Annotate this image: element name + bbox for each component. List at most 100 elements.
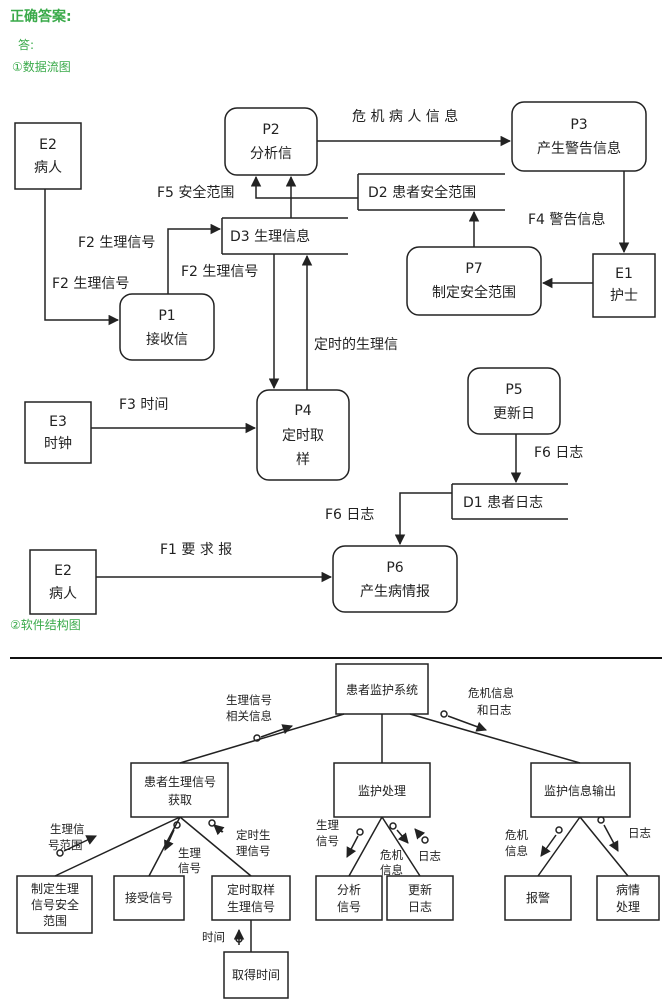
p6-name: 产生病情报 xyxy=(360,584,430,600)
entity-e2-patient-bottom xyxy=(29,549,97,615)
process-p1 xyxy=(119,293,215,361)
flow-f2c-label: F2 生理信号 xyxy=(181,264,258,280)
couple-sig-1: 生理 xyxy=(178,846,201,860)
flow-f6-d1-to-p6 xyxy=(394,492,452,546)
entity-e1-nurse xyxy=(592,253,656,318)
e1-id: E1 xyxy=(615,266,633,282)
store-d1-label: D1 患者日志 xyxy=(463,495,543,511)
couple-out-crit-1: 危机 xyxy=(505,828,528,842)
store-d2-label: D2 患者安全范围 xyxy=(368,184,476,201)
leaf-sample-2: 生理信号 xyxy=(227,900,275,914)
answer-title: 正确答案: xyxy=(10,9,72,25)
p5-id: P5 xyxy=(505,382,522,398)
p3-name: 产生警告信息 xyxy=(537,140,621,157)
couple-timed-2: 理信号 xyxy=(236,844,271,858)
process-p4 xyxy=(256,389,350,481)
data-couples xyxy=(56,710,619,945)
couple-crit-log-2: 和日志 xyxy=(477,703,512,717)
process-connectors xyxy=(348,816,421,877)
flow-f2a-label: F2 生理信号 xyxy=(78,235,155,251)
p7-id: P7 xyxy=(465,261,482,277)
couple-proc-crit-2: 信息 xyxy=(380,863,403,877)
flow-f2-p1-to-d3 xyxy=(167,223,222,294)
module-get-time xyxy=(223,951,289,999)
flow-timed-label: 定时的生理信 xyxy=(314,337,398,353)
couple-proc-log: 日志 xyxy=(418,849,441,863)
couple-phys-rel-2: 相关信息 xyxy=(226,709,272,723)
acquire-label-1: 患者生理信号 xyxy=(144,775,216,789)
e2-top-name: 病人 xyxy=(34,160,62,176)
couple-timed-1: 定时生 xyxy=(236,828,271,842)
p2-id: P2 xyxy=(262,122,279,138)
flow-f6b-label: F6 日志 xyxy=(325,507,374,523)
process-p6 xyxy=(332,545,458,613)
e2-top-id: E2 xyxy=(39,137,57,153)
p4-name-2: 样 xyxy=(296,452,310,468)
e3-name: 时钟 xyxy=(44,435,72,452)
couple-sig-2: 信号 xyxy=(178,861,201,875)
root-connectors xyxy=(179,713,581,764)
root-label: 患者监护系统 xyxy=(346,683,418,697)
process-label: 监护处理 xyxy=(358,784,406,798)
couple-phys-rel-1: 生理信号 xyxy=(226,693,272,707)
section-divider xyxy=(10,657,662,659)
flow-f4-label: F4 警告信息 xyxy=(528,211,605,228)
couple-proc-sig-1: 生理 xyxy=(316,818,339,832)
p2-name: 分析信 xyxy=(250,146,292,162)
flow-f6a-label: F6 日志 xyxy=(534,445,583,461)
couple-out-crit-2: 信息 xyxy=(505,844,528,858)
flow-f3-label: F3 时间 xyxy=(119,397,168,413)
leaf-analyze-1: 分析 xyxy=(337,883,361,897)
store-d3 xyxy=(221,217,348,255)
leaf-get-time: 取得时间 xyxy=(232,967,280,982)
output-label: 监护信息输出 xyxy=(544,783,616,798)
store-d2 xyxy=(357,173,505,211)
leaf-alarm: 报警 xyxy=(526,890,550,905)
e1-name: 护士 xyxy=(610,288,638,304)
couple-time: 时间 xyxy=(202,930,225,944)
acquire-label-2: 获取 xyxy=(168,793,192,807)
section-dfd-heading: ①数据流图 xyxy=(12,60,71,74)
p4-name-1: 定时取 xyxy=(282,428,324,444)
module-acquire xyxy=(130,762,229,818)
flow-f5-label: F5 安全范围 xyxy=(157,184,234,201)
leaf-update-2: 日志 xyxy=(408,900,432,914)
couple-range-2: 号范围 xyxy=(48,838,83,852)
leaf-report-1: 病情 xyxy=(616,882,640,897)
leaf-report-2: 处理 xyxy=(616,900,640,914)
p1-id: P1 xyxy=(158,308,175,324)
e3-id: E3 xyxy=(49,414,67,430)
p4-id: P4 xyxy=(294,403,311,419)
leaf-range-3: 范围 xyxy=(43,914,67,928)
leaf-range-2: 信号安全 xyxy=(31,897,79,912)
p3-id: P3 xyxy=(570,117,587,133)
p5-name: 更新日 xyxy=(493,406,535,422)
leaf-update-1: 更新 xyxy=(408,882,432,897)
flow-f2-patient-to-p1 xyxy=(44,189,120,326)
leaf-range-1: 制定生理 xyxy=(31,881,79,896)
leaf-sample-1: 定时取样 xyxy=(227,882,275,897)
e2-bottom-id: E2 xyxy=(54,563,72,579)
leaf-receive: 接受信号 xyxy=(125,890,173,905)
couple-crit-log-1: 危机信息 xyxy=(468,686,514,700)
leaf-analyze-2: 信号 xyxy=(337,900,361,914)
couple-out-log: 日志 xyxy=(628,826,651,840)
couple-proc-crit-1: 危机 xyxy=(380,848,403,862)
e2-bottom-name: 病人 xyxy=(49,586,77,602)
couple-range-1: 生理信 xyxy=(50,822,85,836)
store-d1 xyxy=(451,483,568,520)
p6-id: P6 xyxy=(386,560,403,576)
flow-critical-label: 危 机 病 人 信 息 xyxy=(352,108,458,125)
flow-f2b-label: F2 生理信号 xyxy=(52,276,129,292)
output-connectors xyxy=(537,816,629,877)
entity-e2-patient-top xyxy=(14,122,82,190)
entity-e3-clock xyxy=(24,401,92,464)
process-p7 xyxy=(406,246,542,316)
answer-label: 答: xyxy=(18,38,35,52)
p7-name: 制定安全范围 xyxy=(432,284,516,301)
module-set-range xyxy=(16,875,93,934)
flow-f5-safety-range xyxy=(250,175,358,199)
store-d3-label: D3 生理信息 xyxy=(230,228,310,245)
process-p2 xyxy=(224,107,318,176)
